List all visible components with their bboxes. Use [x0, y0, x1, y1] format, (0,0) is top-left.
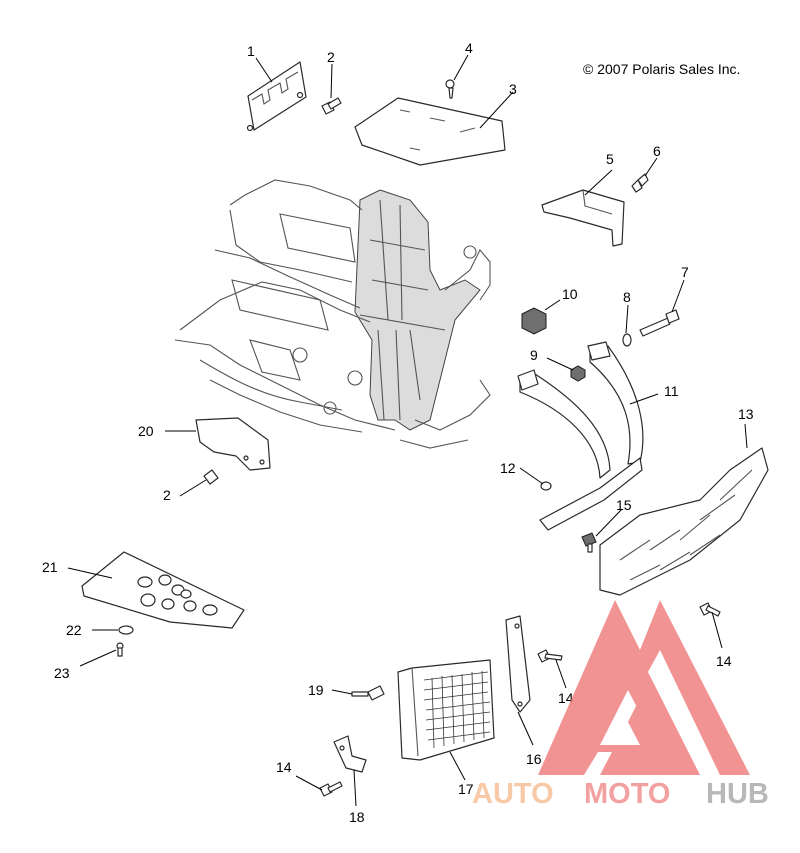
part-18-bracket — [333, 735, 367, 773]
callout-13: 13 — [738, 406, 754, 422]
callout-17: 17 — [458, 781, 474, 797]
callout-11: 11 — [664, 383, 679, 399]
copyright-text: © 2007 Polaris Sales Inc. — [583, 61, 740, 77]
watermark-moto: MOTO — [584, 778, 670, 810]
watermark-logo — [538, 600, 750, 775]
callout-12: 12 — [500, 460, 516, 476]
part-14-fastener-mid — [537, 649, 563, 663]
part-15-bolt — [581, 532, 597, 553]
part-17-grille — [397, 659, 495, 761]
part-10-bushing — [521, 307, 547, 335]
callout-2-lower: 2 — [163, 487, 171, 503]
watermark-text: AUTO MOTO HUB — [472, 778, 769, 810]
part-20-side-shield — [195, 417, 271, 471]
part-6-clip — [631, 173, 649, 193]
callout-20: 20 — [138, 423, 154, 439]
callout-14-mid: 14 — [558, 690, 574, 706]
callout-14-left: 14 — [276, 759, 292, 775]
callout-19: 19 — [308, 682, 324, 698]
callout-14-right: 14 — [716, 653, 732, 669]
part-16-side-strip — [505, 615, 531, 713]
callout-3: 3 — [509, 81, 517, 97]
part-19-pin — [351, 685, 385, 701]
callout-labels: 1 2 3 4 5 6 7 8 9 10 11 12 13 14 15 16 1… — [42, 40, 754, 825]
part-2-push-rivet-lower — [203, 469, 219, 485]
part-11-bumper-tube — [517, 341, 644, 531]
part-12-washer — [540, 481, 552, 491]
callout-2: 2 — [327, 49, 335, 65]
callout-16: 16 — [526, 751, 542, 767]
part-9-nut — [570, 365, 586, 382]
callout-7: 7 — [681, 264, 689, 280]
part-13-skid-plate — [599, 447, 769, 596]
callout-15: 15 — [616, 497, 632, 513]
part-5-bracket — [541, 189, 625, 247]
callout-18: 18 — [349, 809, 365, 825]
callout-22: 22 — [66, 622, 82, 638]
callout-6: 6 — [653, 143, 661, 159]
part-22-washer — [118, 625, 134, 635]
part-14-fastener-right — [699, 602, 721, 617]
callout-9: 9 — [530, 347, 538, 363]
part-14-fastener-left — [319, 781, 343, 797]
part-23-bolt — [116, 642, 124, 657]
watermark-auto: AUTO — [472, 778, 554, 810]
part-8-washer — [622, 333, 632, 347]
part-4-screw — [445, 79, 455, 99]
leader-lines — [67, 54, 748, 807]
part-21-skid-plate — [81, 551, 245, 629]
callout-23: 23 — [54, 665, 70, 681]
callout-10: 10 — [562, 286, 578, 302]
part-3-floor-panel — [354, 97, 506, 166]
callout-4: 4 — [465, 40, 473, 56]
callout-8: 8 — [623, 289, 631, 305]
callout-5: 5 — [606, 151, 614, 167]
part-1-heat-shield — [246, 61, 307, 132]
watermark-hub: HUB — [706, 778, 769, 810]
part-2-push-rivet — [321, 97, 342, 115]
callout-1: 1 — [247, 43, 255, 59]
chassis-frame — [174, 179, 491, 449]
part-7-bolt — [639, 309, 680, 337]
callout-21: 21 — [42, 559, 58, 575]
